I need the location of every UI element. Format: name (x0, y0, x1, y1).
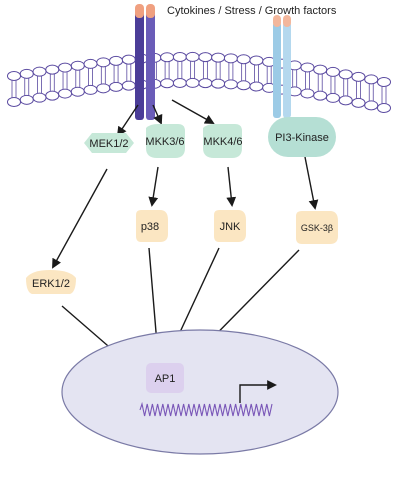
lipid-head (32, 66, 47, 77)
lipid-head (19, 94, 34, 105)
lipid-head (211, 52, 226, 63)
lipid-head (7, 97, 21, 107)
lipid-head (198, 78, 213, 89)
lipid-head (160, 78, 175, 89)
lipid-head (7, 71, 21, 81)
lipid-head (325, 92, 340, 103)
lipid-head (300, 88, 315, 99)
cell-membrane-bilayer (7, 51, 391, 113)
node-gsk3b: GSK-3β (296, 211, 338, 244)
lipid-head (364, 74, 379, 85)
lipid-head (32, 92, 47, 103)
node-mkk36: MKK3/6 (145, 124, 185, 158)
lipid-head (223, 79, 238, 90)
lipid-head (19, 68, 34, 79)
transcription-start-arrow (239, 380, 277, 403)
lipid-head (58, 88, 73, 99)
node-gsk3b-label: GSK-3β (301, 223, 333, 233)
lipid-head (109, 81, 124, 92)
dna-strand (139, 401, 273, 417)
lipid-head (96, 57, 111, 68)
node-pi3k: PI3-Kinase (268, 117, 336, 157)
lipid-head (211, 78, 226, 89)
lipid-head (236, 54, 251, 65)
lipid-head (249, 81, 264, 92)
lipid-head (45, 64, 60, 75)
lipid-head (377, 77, 391, 87)
node-erk12-label: ERK1/2 (32, 278, 70, 290)
arrow-pi3k-gsk3b (304, 156, 319, 210)
pi3k-receptor (273, 15, 291, 118)
node-ap1: AP1 (146, 363, 184, 393)
arrow-mek12-erk12 (52, 168, 108, 269)
node-erk12: ERK1/2 (26, 270, 76, 294)
lipid-head (70, 86, 85, 97)
lipid-head (338, 95, 353, 106)
lipid-head (364, 100, 379, 111)
lipid-head (198, 52, 213, 63)
lipid-head (185, 77, 200, 88)
lipid-head (223, 53, 238, 64)
node-mkk46-label: MKK4/6 (203, 136, 242, 148)
signal-label: Cytokines / Stress / Growth factors (167, 5, 337, 17)
lipid-head (121, 80, 136, 91)
lipid-head (109, 55, 124, 66)
node-jnk-label: JNK (220, 221, 241, 233)
lipid-head (185, 51, 200, 62)
node-mkk36-label: MKK3/6 (145, 136, 184, 148)
lipid-head (172, 77, 187, 88)
lipid-head (236, 80, 251, 91)
arrow-receptor-mkk46 (171, 99, 215, 124)
lipid-head (249, 55, 264, 66)
lipid-head (45, 90, 60, 101)
node-mek12-label: MEK1/2 (89, 138, 128, 150)
arrow-mkk46-jnk (226, 166, 237, 207)
lipid-head (351, 97, 366, 108)
lipid-head (300, 62, 315, 73)
lipid-head (338, 69, 353, 80)
arrow-mkk36-p38 (148, 166, 159, 207)
node-mkk46: MKK4/6 (203, 124, 243, 158)
lipid-head (325, 66, 340, 77)
lipid-head (172, 51, 187, 62)
lipid-head (58, 62, 73, 73)
lipid-head (377, 103, 391, 113)
lipid-head (121, 54, 136, 65)
lipid-head (96, 83, 111, 94)
node-ap1-label: AP1 (155, 373, 176, 385)
lipid-head (351, 71, 366, 82)
lipid-head (313, 64, 328, 75)
nucleus (61, 329, 339, 455)
lipid-head (313, 90, 328, 101)
node-mek12: MEK1/2 (84, 133, 134, 153)
lipid-head (83, 84, 98, 95)
arrow-receptor-mek12 (116, 104, 139, 137)
node-pi3k-label: PI3-Kinase (275, 132, 329, 144)
node-jnk: JNK (214, 210, 246, 242)
lipid-head (160, 52, 175, 63)
arrow-receptor-mkk36 (152, 104, 163, 125)
lipid-head (83, 58, 98, 69)
lipid-head (70, 60, 85, 71)
node-p38-label: p38 (141, 221, 159, 233)
node-p38: p38 (136, 210, 168, 242)
cytokine-receptor (135, 4, 155, 120)
